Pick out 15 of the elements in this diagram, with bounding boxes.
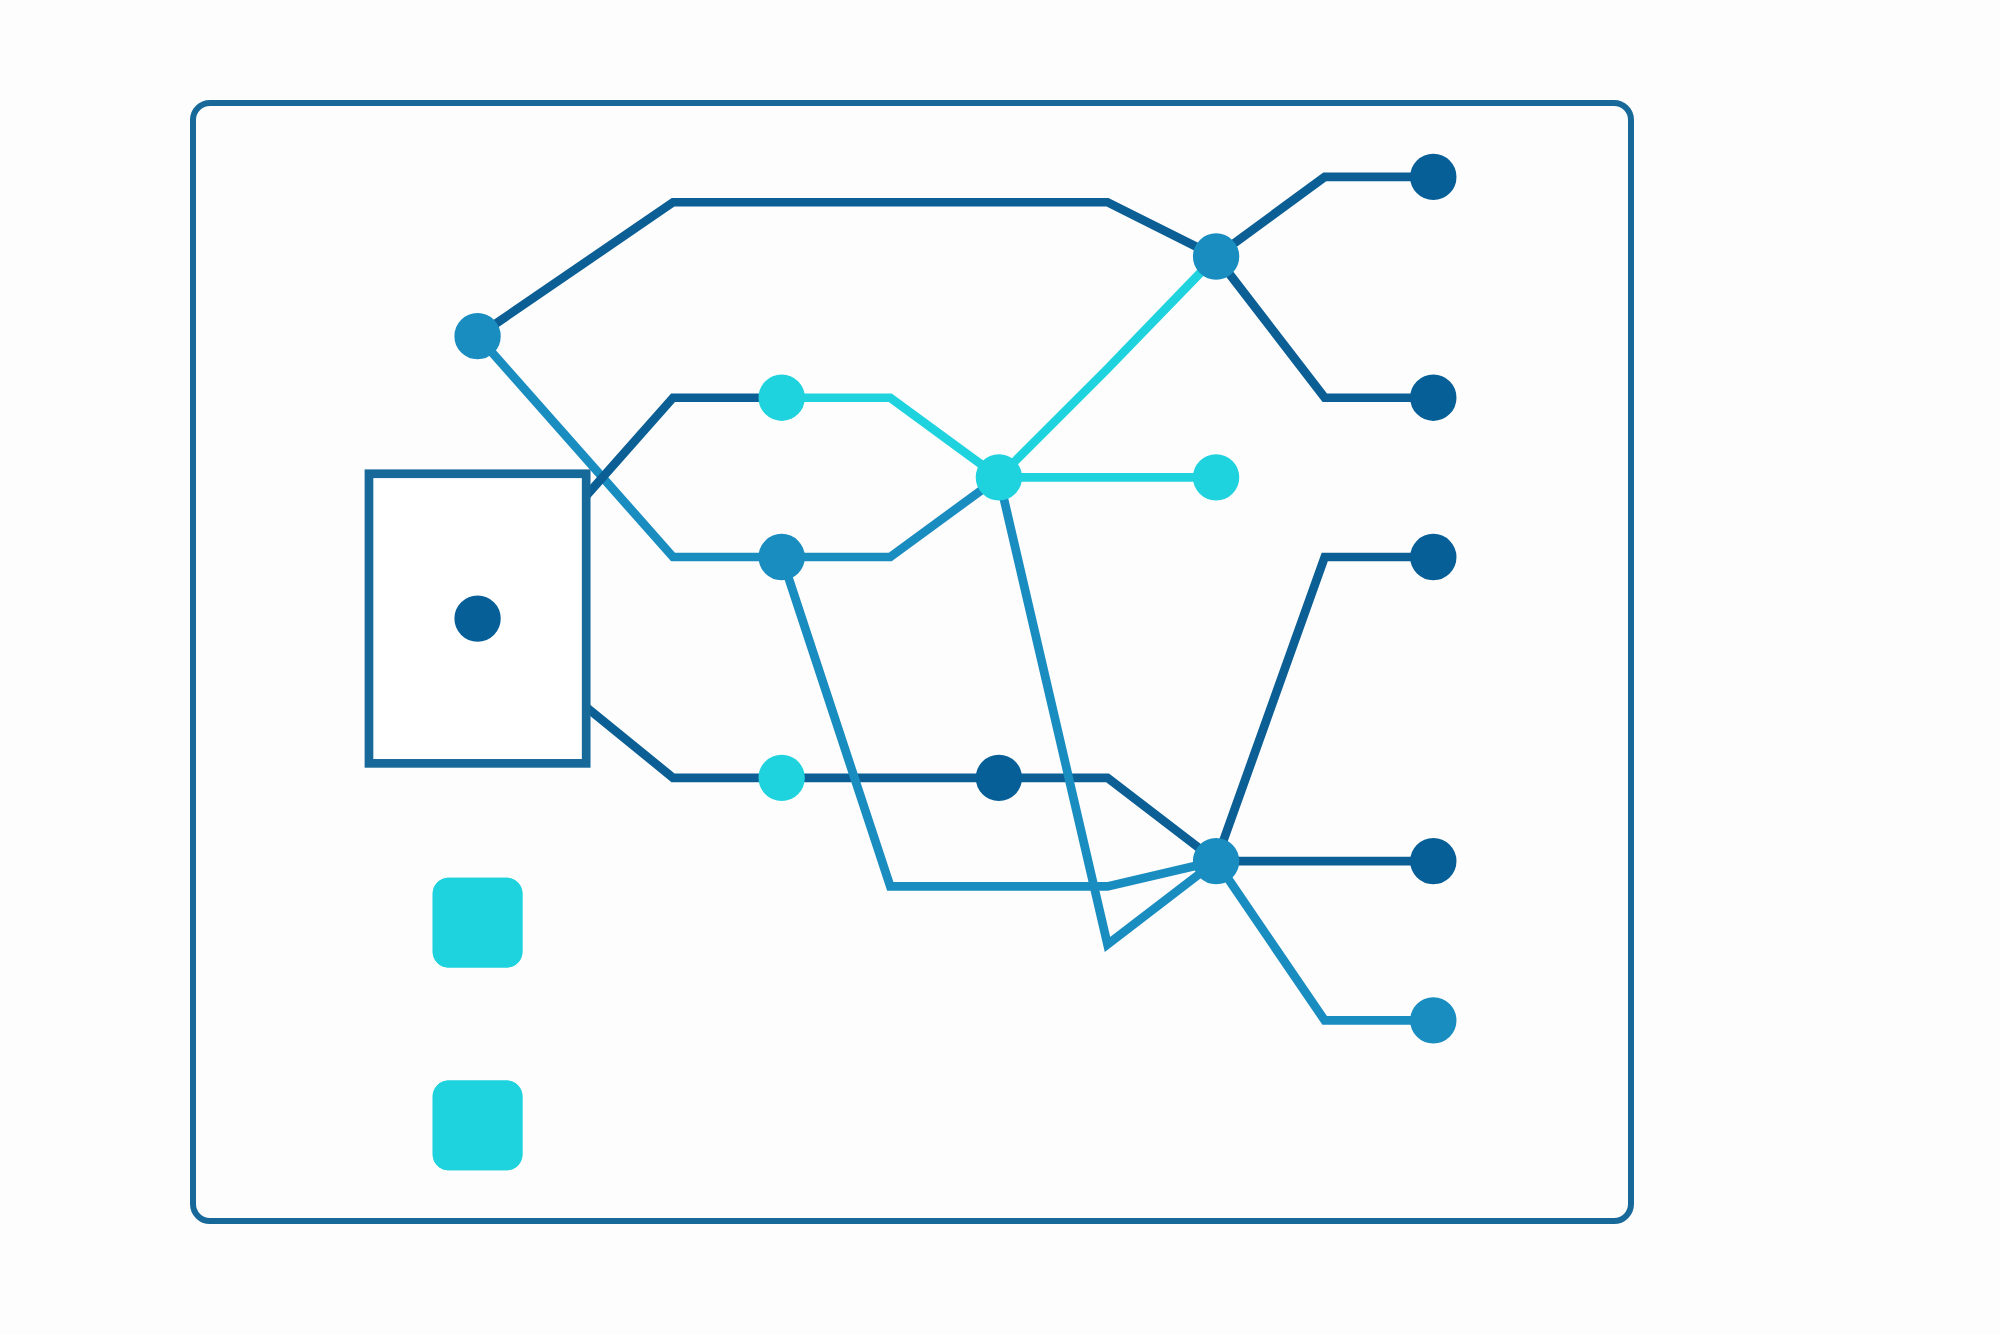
connector: [803, 773, 978, 783]
connector: [1225, 271, 1412, 403]
connector: [1011, 269, 1205, 466]
connector: [784, 576, 1196, 891]
connector: [488, 349, 760, 562]
connector: [1020, 773, 1202, 852]
connector: [803, 393, 984, 469]
connector: [1237, 856, 1412, 866]
connector: [999, 497, 1202, 952]
connector: [803, 486, 984, 562]
connector: [1224, 876, 1412, 1025]
connector: [493, 197, 1199, 328]
connector: [1219, 552, 1412, 843]
connector: [1020, 473, 1195, 482]
connector: [1231, 172, 1412, 248]
